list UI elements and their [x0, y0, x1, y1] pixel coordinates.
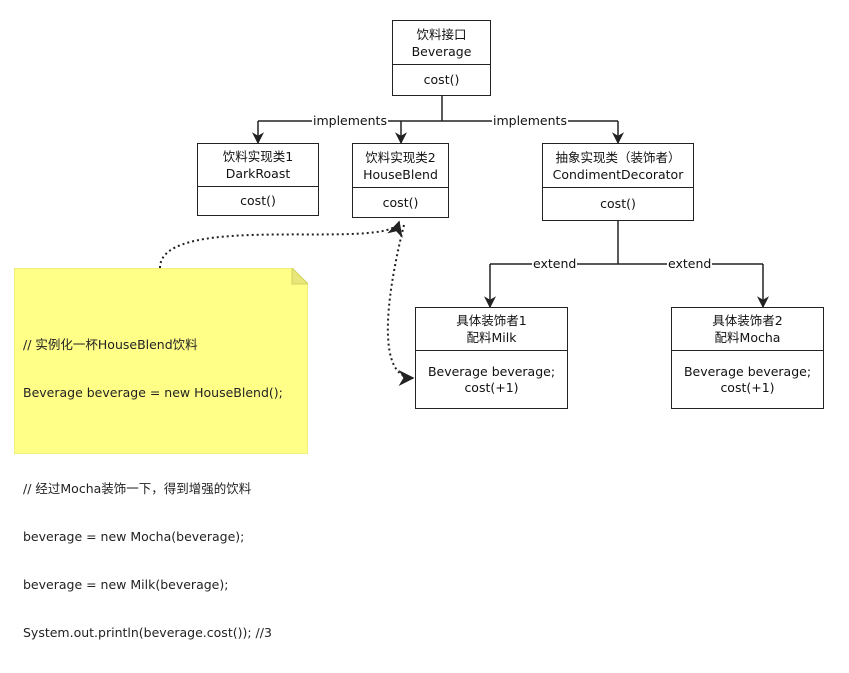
mocha-decorator-box[interactable]: 具体装饰者2 配料Mocha Beverage beverage; cost(+… — [671, 307, 824, 409]
code-note[interactable]: // 实例化一杯HouseBlend饮料 Beverage beverage =… — [14, 268, 308, 640]
milk-name: 配料Milk — [466, 330, 517, 345]
decorator-cn-name: 抽象实现类（装饰者） — [555, 149, 681, 165]
note-link-houseblend — [159, 220, 403, 269]
note-shape — [14, 268, 308, 454]
mocha-cn-name: 具体装饰者2 — [712, 313, 783, 328]
note-line-blank — [23, 433, 283, 449]
note-line: beverage = new Mocha(beverage); — [23, 529, 245, 544]
darkroast-class-box[interactable]: 饮料实现类1 DarkRoast cost() — [197, 143, 319, 216]
milk-cn-name: 具体装饰者1 — [456, 313, 527, 328]
decorator-name: CondimentDecorator — [552, 166, 684, 182]
houseblend-name: HouseBlend — [363, 166, 438, 182]
decorator-method: cost() — [600, 196, 636, 211]
note-line: // 实例化一杯HouseBlend饮料 — [23, 337, 198, 352]
milk-field: Beverage beverage; — [427, 363, 556, 379]
note-code-lines: // 实例化一杯HouseBlend饮料 Beverage beverage =… — [23, 305, 283, 673]
milk-decorator-box[interactable]: 具体装饰者1 配料Milk Beverage beverage; cost(+1… — [415, 307, 568, 409]
condiment-decorator-box[interactable]: 抽象实现类（装饰者） CondimentDecorator cost() — [542, 143, 694, 221]
houseblend-class-box[interactable]: 饮料实现类2 HouseBlend cost() — [352, 143, 449, 218]
mocha-name: 配料Mocha — [714, 330, 781, 345]
extend-label-left: extend — [532, 256, 578, 271]
beverage-interface-name: Beverage — [411, 43, 472, 59]
extend-label-right: extend — [667, 256, 713, 271]
implements-label-right: implements — [492, 113, 568, 128]
beverage-interface-box[interactable]: 饮料接口 Beverage cost() — [392, 20, 491, 96]
note-line: // 经过Mocha装饰一下，得到增强的饮料 — [23, 481, 252, 496]
implements-label-left: implements — [312, 113, 388, 128]
darkroast-cn-name: 饮料实现类1 — [222, 149, 294, 164]
darkroast-method: cost() — [240, 193, 276, 208]
houseblend-method: cost() — [382, 194, 419, 210]
beverage-interface-method: cost() — [423, 72, 460, 87]
mocha-field: Beverage beverage; — [683, 363, 812, 379]
note-line: System.out.println(beverage.cost()); //3 — [23, 625, 272, 640]
note-line: Beverage beverage = new HouseBlend(); — [23, 385, 283, 400]
darkroast-name: DarkRoast — [225, 166, 291, 181]
milk-method: cost(+1) — [464, 379, 519, 395]
houseblend-cn-name: 饮料实现类2 — [365, 149, 436, 165]
note-line: beverage = new Milk(beverage); — [23, 577, 229, 592]
beverage-interface-cn-name: 饮料接口 — [416, 26, 467, 42]
note-link-milk — [386, 224, 415, 386]
mocha-method: cost(+1) — [720, 379, 775, 395]
